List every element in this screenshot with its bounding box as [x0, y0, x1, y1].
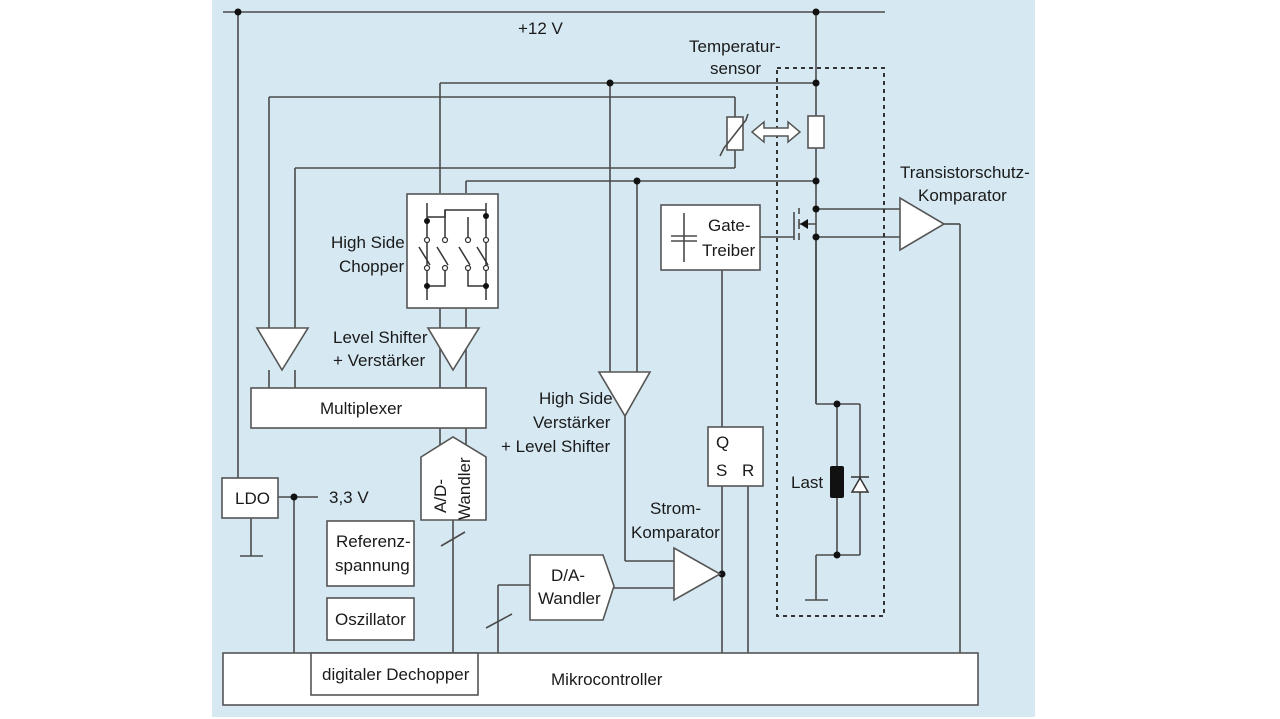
- da-converter-label: D/A-: [551, 566, 585, 585]
- power-stage-boundary: [776, 67, 885, 617]
- transistor-comparator-label: Transistorschutz-: [900, 163, 1030, 182]
- current-comparator: [673, 546, 722, 602]
- bus-mark: [440, 531, 466, 547]
- level-shifter-label: Level Shifter: [333, 328, 428, 347]
- junction: [833, 400, 841, 408]
- digital-dechopper-block: [310, 652, 479, 696]
- junction: [812, 205, 820, 213]
- gate-driver-label: Gate-: [708, 216, 751, 235]
- reference-label: spannung: [335, 556, 410, 575]
- reference-label: Referenz-: [336, 532, 411, 551]
- high-side-chopper: [406, 193, 499, 309]
- multiplexer-block: [250, 387, 487, 429]
- junction: [812, 177, 820, 185]
- junction: [290, 493, 298, 501]
- high-side-amplifier: [597, 371, 652, 418]
- mosfet-icon: [793, 208, 816, 240]
- dechopper-label: digitaler Dechopper: [322, 665, 470, 684]
- gate-driver-label: Treiber: [702, 241, 756, 260]
- ad-converter-label: Wandler: [455, 457, 474, 520]
- supply-label: +12 V: [518, 19, 564, 38]
- current-comparator-label: Komparator: [631, 523, 720, 542]
- load-element: [830, 466, 844, 498]
- shunt-resistor: [807, 115, 825, 149]
- ldo-block: [221, 477, 279, 519]
- load-label: Last: [791, 473, 823, 492]
- high-side-amp-label: High Side: [539, 389, 613, 408]
- microcontroller-label: Mikrocontroller: [551, 670, 663, 689]
- level-shifter-amp-left: [255, 327, 310, 372]
- current-comparator-label: Strom-: [650, 499, 701, 518]
- level-shifter-amp-right: [426, 327, 481, 372]
- junction: [234, 8, 242, 16]
- high-side-amp-label: + Level Shifter: [501, 437, 610, 456]
- junction: [812, 8, 820, 16]
- reference-voltage-block: [326, 520, 415, 587]
- flipflop-s-label: S: [716, 461, 727, 480]
- sr-flipflop-block: [707, 426, 764, 487]
- high-side-amp-label: Verstärker: [533, 413, 611, 432]
- ldo-label: LDO: [235, 489, 270, 508]
- oscillator-label: Oszillator: [335, 610, 406, 629]
- thermistor-icon: [719, 113, 749, 157]
- junction: [606, 79, 614, 87]
- transistor-protection-comparator: [899, 196, 946, 252]
- flipflop-q-label: Q: [716, 433, 729, 452]
- temperature-sensor-label: sensor: [710, 59, 761, 78]
- multiplexer-label: Multiplexer: [320, 399, 403, 418]
- da-converter-label: Wandler: [538, 589, 601, 608]
- transistor-comparator-label: Komparator: [918, 186, 1007, 205]
- diode-icon: [850, 476, 870, 493]
- ad-converter-block: [420, 436, 487, 521]
- junction: [833, 551, 841, 559]
- junction: [633, 177, 641, 185]
- temperature-sensor-label: Temperatur-: [689, 37, 781, 56]
- ldo-output-label: 3,3 V: [329, 488, 369, 507]
- bus-mark: [485, 613, 513, 629]
- ad-converter-label: A/D-: [431, 479, 450, 513]
- junction: [812, 79, 820, 87]
- high-side-chopper-label: Chopper: [339, 257, 405, 276]
- gate-driver-block: [660, 204, 761, 271]
- junction: [718, 570, 726, 578]
- thermal-coupling-arrow: [750, 120, 802, 144]
- level-shifter-label: + Verstärker: [333, 351, 425, 370]
- junctions: [234, 8, 841, 578]
- high-side-chopper-label: High Side: [331, 233, 405, 252]
- junction: [812, 233, 820, 241]
- oscillator-block: [326, 597, 415, 641]
- flipflop-r-label: R: [742, 461, 754, 480]
- da-converter-block: [529, 554, 615, 621]
